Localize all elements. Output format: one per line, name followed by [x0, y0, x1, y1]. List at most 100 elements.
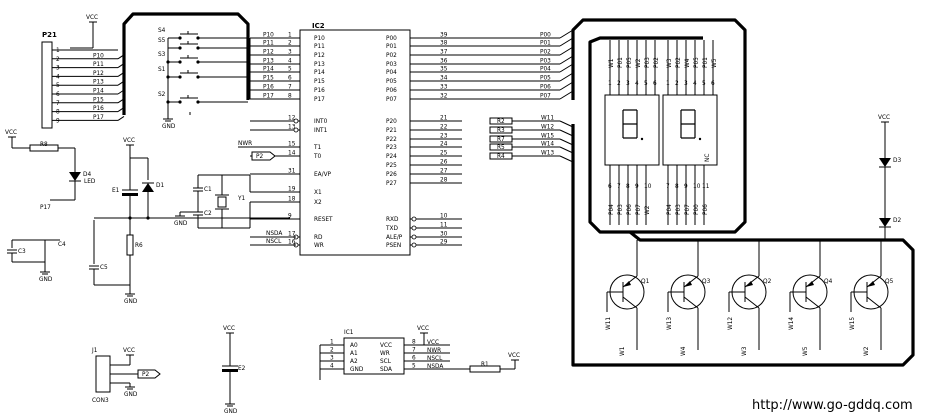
- ic2-pin-name: P25: [386, 163, 397, 169]
- port2-label: R5: [497, 145, 505, 151]
- ic1-pin-net: VCC: [427, 340, 439, 346]
- r6-label: R6: [135, 243, 143, 249]
- ic2-pin-name: P24: [386, 154, 397, 160]
- p2-flag: [251, 151, 276, 161]
- p21-bus-entry: [117, 115, 125, 121]
- ic2-pin-num: 1: [288, 33, 292, 39]
- transistor-ref: Q5: [885, 279, 894, 285]
- ic1-pin-name: WR: [380, 351, 390, 357]
- ic2-pin-net: P15: [263, 76, 274, 82]
- led-label: R8: [40, 142, 48, 148]
- e1-label: E1: [112, 188, 120, 194]
- pin-circle: [411, 242, 417, 248]
- transistor-collector-net: W3: [742, 346, 748, 356]
- ic2-pin-num: 28: [440, 178, 448, 184]
- display-pin-num: 10: [693, 184, 701, 190]
- ic2-pin-num: 12: [288, 116, 296, 122]
- ic2-pin-net: P11: [263, 41, 274, 47]
- port0-net: P07: [540, 94, 551, 100]
- p21-bus-entry: [117, 89, 125, 95]
- transistor-collector-net: W2: [864, 346, 870, 356]
- ic2-pin-net: P12: [263, 50, 274, 56]
- y1-label: Y1: [237, 196, 246, 202]
- display-pin-net: P03: [645, 57, 651, 68]
- led-text: LED: [84, 179, 96, 185]
- bus-display: [571, 18, 747, 234]
- r6-resistor: [126, 234, 134, 256]
- port0-net: P05: [540, 76, 551, 82]
- pin-circle: [411, 234, 417, 240]
- junction-dot: [178, 75, 182, 79]
- ic2-pin-num: 21: [440, 116, 448, 122]
- transistor-ref: Q4: [824, 279, 833, 285]
- ic2-pin-num: 10: [440, 214, 448, 220]
- ic1-pin-name: SDA: [380, 367, 392, 373]
- display-pin-net: P04: [609, 204, 615, 215]
- ic1-pin-name: A0: [350, 343, 358, 349]
- display-pin-net: P03: [676, 204, 682, 215]
- ic2-pin-name: INT1: [314, 128, 328, 134]
- port0-net: P06: [540, 85, 551, 91]
- j1-connector: [95, 355, 111, 393]
- ic2-pin-net: P16: [263, 85, 274, 91]
- port2-bus-entry: [559, 155, 574, 163]
- p21-net-label: P17: [93, 115, 104, 121]
- display-pin-num: 3: [684, 81, 688, 87]
- p21-bus-entry: [117, 107, 125, 113]
- display-pin-num: 9: [684, 184, 688, 190]
- digit-segments: [622, 109, 638, 139]
- p21-pin-num: 4: [56, 74, 60, 80]
- transistor-collector: [805, 296, 821, 309]
- ic1-pin-num: 1: [330, 340, 334, 346]
- ic2-pin-name: RESET: [314, 217, 333, 223]
- transistor-ref: Q3: [702, 279, 711, 285]
- display-pin-net: W5: [712, 58, 718, 68]
- p21-net-label: P16: [93, 106, 104, 112]
- display-pin-num: 5: [702, 81, 706, 87]
- display-pin-net: P02: [676, 57, 682, 68]
- transistor-collector: [683, 296, 699, 309]
- nc-label: NC: [705, 154, 711, 162]
- ic2-pin-num: 36: [440, 59, 448, 65]
- vcc-label: VCC: [5, 130, 17, 136]
- ic1-body: [343, 337, 405, 375]
- e2-ref: E2: [238, 366, 246, 372]
- port0-bus-entry: [559, 90, 574, 100]
- display-pin-net: P06: [627, 204, 633, 215]
- ic2-pin-num: 19: [288, 187, 296, 193]
- transistor-collector-net: W5: [803, 346, 809, 356]
- ic1-pin-num: 7: [412, 348, 416, 354]
- ic2-pin-name: WR: [314, 243, 324, 249]
- ic2-pin-name: P12: [314, 53, 325, 59]
- display-pin-net: P05: [694, 57, 700, 68]
- ic1-pin-net: NWR: [427, 348, 441, 354]
- c2-label: C2: [204, 211, 212, 217]
- ic2-pin-net: P14: [263, 67, 274, 73]
- ic1-pin-name: A1: [350, 351, 358, 357]
- port0-bus-entry: [559, 63, 574, 73]
- display-pin-num: 4: [693, 81, 697, 87]
- vcc-label: VCC: [86, 15, 98, 21]
- vcc-label: VCC: [508, 353, 520, 359]
- d1-label: D1: [156, 183, 164, 189]
- ic2-pin-name: X1: [314, 190, 322, 196]
- pin-circle: [411, 216, 417, 222]
- junction-dot: [166, 75, 170, 79]
- p21-ref: P21: [42, 31, 57, 39]
- ic2-pin-num: 30: [440, 232, 448, 238]
- ic1-pin-net: NSCL: [427, 356, 443, 362]
- ic2-pin-num: 9: [288, 214, 292, 220]
- ic2-pin-num: 27: [440, 169, 448, 175]
- ic2-pin-num: 37: [440, 50, 448, 56]
- ic2-pin-name: TXD: [385, 226, 399, 232]
- ic2-pin-num: 32: [440, 94, 448, 100]
- r1-label: R1: [481, 362, 489, 368]
- ic2-pin-num: 15: [288, 142, 296, 148]
- ic2-pin-name: P22: [386, 137, 397, 143]
- port2-label: R3: [497, 128, 505, 134]
- ground-label: GND: [224, 409, 238, 415]
- junction-dot: [146, 216, 150, 220]
- transistor-base-net: W13: [667, 317, 673, 330]
- ic2-pin-name: P16: [314, 88, 325, 94]
